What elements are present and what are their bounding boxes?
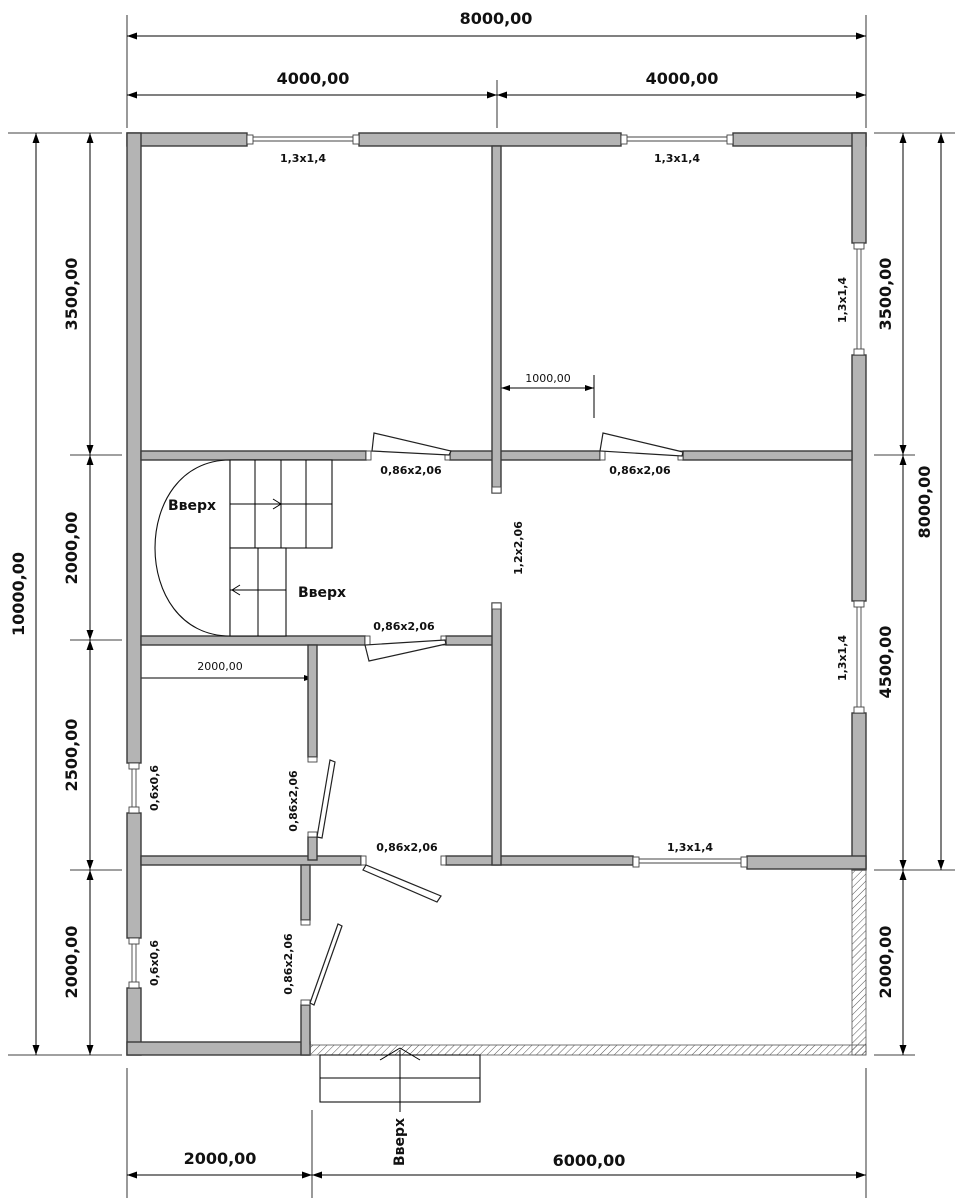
window-right-lower [853,600,865,714]
label-door-left-room: 0,86x2,06 [380,464,442,477]
door-right-room [599,432,684,461]
dim-inner-1000: 1000,00 [525,372,571,385]
dim-right-half: 4000,00 [646,69,719,88]
label-up-2: Вверх [298,585,346,601]
door-bath [307,756,336,839]
dim-total-height: 10000,00 [9,552,28,636]
door-hall-lower [364,635,447,662]
dim-total-width: 8000,00 [460,9,533,28]
dimension-lines [8,15,955,1198]
label-win-bottom-mid: 1,3x1,4 [667,841,713,854]
terrace-outline [309,869,867,1056]
dimension-labels: 8000,00 4000,00 4000,00 10000,00 3500,00… [9,9,934,1170]
window-left-lower [128,937,140,989]
stair-labels: Вверх Вверх Вверх [168,498,408,1166]
label-win-right-lower: 1,3x1,4 [836,635,849,681]
dim-left-half: 4000,00 [277,69,350,88]
dim-right-3: 2000,00 [876,926,895,999]
label-up-1: Вверх [168,498,216,514]
label-win-right-upper: 1,3x1,4 [836,277,849,323]
label-door-entry-room: 0,86x2,06 [282,933,295,995]
label-door-right-room: 0,86x2,06 [609,464,671,477]
label-win-top-right: 1,3x1,4 [654,152,700,165]
dim-left-2: 2000,00 [62,512,81,585]
label-door-hall-lower: 0,86x2,06 [373,620,435,633]
dim-left-4: 2000,00 [62,926,81,999]
window-left-upper [128,762,140,814]
label-win-left-upper: 0,6x0,6 [148,765,161,811]
window-top-left [246,134,360,145]
label-door-bath: 0,86x2,06 [287,770,300,832]
window-bottom-mid [632,856,748,868]
dim-left-1: 3500,00 [62,258,81,331]
label-up-porch: Вверх [392,1118,408,1166]
door-corridor [360,855,447,903]
label-arch-center: 1,2x2,06 [512,521,525,575]
windows [128,134,865,989]
dim-right-height: 8000,00 [915,466,934,539]
label-door-corridor: 0,86x2,06 [376,841,438,854]
porch-steps [319,1047,481,1112]
window-top-right [620,134,734,145]
dim-right-1: 3500,00 [876,258,895,331]
door-left-room [365,432,452,461]
doors [300,432,684,1006]
window-right-upper [853,242,865,356]
staircase [154,459,333,637]
opening-labels: 1,3x1,4 1,3x1,4 1,3x1,4 1,3x1,4 1,3x1,4 … [148,152,849,995]
label-win-top-left: 1,3x1,4 [280,152,326,165]
door-entry-room [300,919,343,1006]
dim-right-2: 4500,00 [876,626,895,699]
dim-left-3: 2500,00 [62,719,81,792]
dim-inner-2000: 2000,00 [197,660,243,673]
dim-bottom-left: 2000,00 [184,1149,257,1168]
dim-bottom-right: 6000,00 [553,1151,626,1170]
label-win-left-lower: 0,6x0,6 [148,940,161,986]
